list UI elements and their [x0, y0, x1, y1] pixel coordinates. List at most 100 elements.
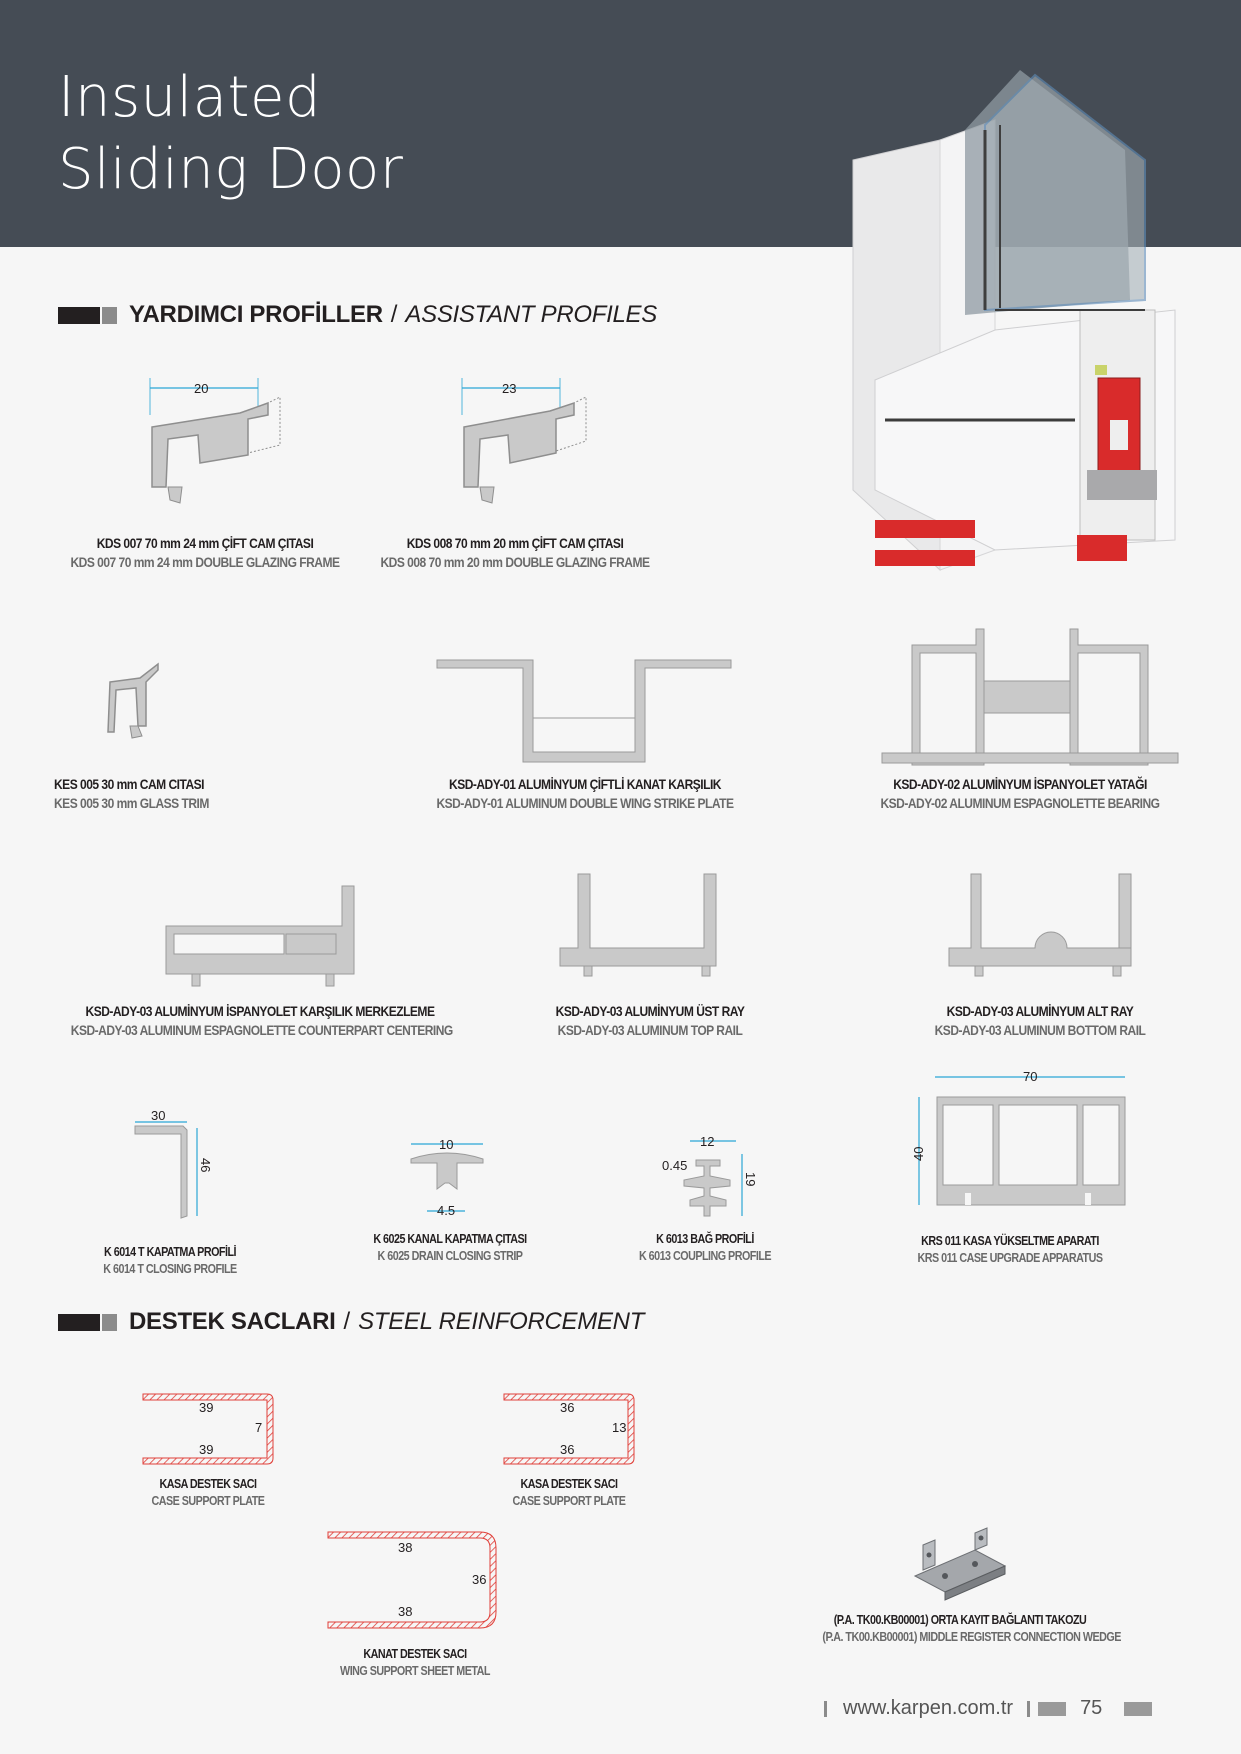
dim-label: 0.45 [662, 1158, 687, 1173]
dim-label: 20 [194, 381, 208, 396]
caption-en: CASE SUPPORT PLATE [512, 1494, 626, 1508]
steel-case-plate-2-drawing: 36 13 36 [503, 1393, 635, 1465]
caption-en: KSD-ADY-01 ALUMINUM DOUBLE WING STRIKE P… [436, 795, 734, 811]
section-marker-black [58, 306, 100, 324]
dim-label: 36 [560, 1400, 574, 1415]
caption-kes005: KES 005 30 mm CAM CITASI KES 005 30 mm G… [54, 776, 226, 811]
caption-tr: KSD-ADY-01 ALUMİNYUM ÇİFTLİ KANAT KARŞIL… [449, 776, 721, 792]
caption-steel-case-1: KASA DESTEK SACI CASE SUPPORT PLATE [122, 1477, 294, 1508]
section-title-en: STEEL REINFORCEMENT [358, 1308, 645, 1335]
caption-kds008: KDS 008 70 mm 20 mm ÇİFT CAM ÇITASI KDS … [373, 535, 657, 570]
caption-connection-wedge: (P.A. TK00.KB00001) ORTA KAYIT BAĞLANTI … [822, 1613, 1121, 1644]
footer-divider [824, 1700, 827, 1717]
profile-k6013-drawing: 12 0.45 19 [662, 1134, 758, 1217]
dim-label: 36 [472, 1572, 486, 1587]
caption-tr: KSD-ADY-03 ALUMİNYUM ALT RAY [946, 1003, 1134, 1019]
caption-k6013: K 6013 BAĞ PROFİLİ K 6013 COUPLING PROFI… [615, 1232, 796, 1263]
page-title-line2: Sliding Door [58, 137, 404, 202]
caption-en: KES 005 30 mm GLASS TRIM [54, 795, 209, 811]
steel-wing-plate-drawing: 38 36 38 [327, 1531, 497, 1629]
caption-ksdady03-toprail: KSD-ADY-03 ALUMİNYUM ÜST RAY KSD-ADY-03 … [521, 1003, 779, 1038]
dim-label: 23 [502, 381, 516, 396]
profile-kes005-drawing [107, 662, 159, 739]
caption-ksdady03-centering: KSD-ADY-03 ALUMİNYUM İSPANYOLET KARŞILIK… [70, 1003, 453, 1038]
caption-en: K 6025 DRAIN CLOSING STRIP [377, 1249, 523, 1263]
caption-en: KSD-ADY-03 ALUMINUM ESPAGNOLETTE COUNTER… [70, 1022, 453, 1038]
caption-tr: KSD-ADY-03 ALUMİNYUM ÜST RAY [555, 1003, 745, 1019]
caption-tr: KASA DESTEK SACI [520, 1477, 618, 1491]
footer-marker [1038, 1701, 1067, 1716]
profile-kds007-drawing: 20 [149, 378, 281, 504]
profile-ksdady03-centering-drawing [165, 885, 355, 987]
caption-en: KSD-ADY-02 ALUMINUM ESPAGNOLETTE BEARING [880, 795, 1160, 811]
section-header-assistant: YARDIMCI PROFİLLER / ASSISTANT PROFILES [58, 301, 657, 329]
section-marker-gray [102, 306, 117, 324]
dim-label: 19 [743, 1172, 758, 1186]
dim-label: 39 [199, 1400, 213, 1415]
dim-label: 7 [255, 1420, 262, 1435]
steel-case-plate-1-drawing: 39 7 39 [142, 1393, 274, 1465]
footer-marker [1124, 1701, 1153, 1716]
profile-ksdady03-toprail-drawing [559, 873, 717, 977]
profile-k6025-drawing: 10 4.5 [410, 1137, 484, 1218]
caption-steel-case-2: KASA DESTEK SACI CASE SUPPORT PLATE [483, 1477, 655, 1508]
section-title-en: ASSISTANT PROFILES [405, 301, 657, 328]
dim-label: 10 [439, 1137, 453, 1152]
page-number: 75 [1080, 1697, 1103, 1719]
dim-label: 70 [1023, 1069, 1037, 1084]
profile-kds008-drawing: 23 [461, 378, 587, 504]
caption-tr: KASA DESTEK SACI [159, 1477, 257, 1491]
caption-en: WING SUPPORT SHEET METAL [340, 1664, 490, 1678]
page-footer: www.karpen.com.tr 75 [824, 1697, 1153, 1720]
section-title-tr: YARDIMCI PROFİLLER [129, 301, 383, 328]
caption-tr: KDS 007 70 mm 24 mm ÇİFT CAM ÇITASI [96, 535, 314, 551]
dim-label: 38 [398, 1540, 412, 1555]
caption-ksdady03-bottomrail: KSD-ADY-03 ALUMİNYUM ALT RAY KSD-ADY-03 … [911, 1003, 1169, 1038]
footer-website-link[interactable]: www.karpen.com.tr [843, 1697, 1014, 1719]
caption-en: KSD-ADY-03 ALUMINUM TOP RAIL [557, 1022, 743, 1038]
caption-tr: K 6014 T KAPATMA PROFİLİ [104, 1245, 236, 1259]
profile-k6014-drawing: 30 46 [134, 1108, 213, 1219]
caption-tr: K 6013 BAĞ PROFİLİ [656, 1232, 754, 1246]
caption-k6014: K 6014 T KAPATMA PROFİLİ K 6014 T CLOSIN… [75, 1245, 264, 1276]
caption-krs011: KRS 011 KASA YÜKSELTME APARATI KRS 011 C… [898, 1234, 1122, 1265]
caption-en: K 6014 T CLOSING PROFILE [103, 1262, 237, 1276]
dim-label: 13 [612, 1420, 626, 1435]
caption-en: K 6013 COUPLING PROFILE [638, 1249, 772, 1263]
dim-label: 4.5 [437, 1203, 455, 1218]
caption-tr: KSD-ADY-03 ALUMİNYUM İSPANYOLET KARŞILIK… [85, 1003, 435, 1019]
section-header-steel: DESTEK SACLARI / STEEL REINFORCEMENT [58, 1308, 644, 1336]
connection-wedge-illustration [913, 1527, 1007, 1601]
caption-ksdady01: KSD-ADY-01 ALUMİNYUM ÇİFTLİ KANAT KARŞIL… [430, 776, 740, 811]
footer-divider [1027, 1700, 1031, 1717]
section-slash: / [390, 301, 398, 328]
caption-tr: (P.A. TK00.KB00001) ORTA KAYIT BAĞLANTI … [833, 1613, 1087, 1627]
dim-label: 40 [911, 1147, 926, 1161]
section-slash: / [343, 1308, 351, 1335]
dim-label: 30 [151, 1108, 165, 1123]
dim-label: 12 [700, 1134, 714, 1149]
caption-tr: KES 005 30 mm CAM CITASI [54, 776, 205, 792]
caption-en: KRS 011 CASE UPGRADE APPARATUS [917, 1251, 1103, 1265]
profile-krs011-drawing: 70 40 [911, 1069, 1126, 1206]
section-marker-black [58, 1313, 100, 1331]
caption-en: KDS 007 70 mm 24 mm DOUBLE GLAZING FRAME [70, 554, 340, 570]
profile-ksdady03-bottomrail-drawing [948, 873, 1132, 977]
page-title-line1: Insulated [58, 65, 322, 130]
caption-k6025: K 6025 KANAL KAPATMA ÇITASI K 6025 DRAIN… [347, 1232, 553, 1263]
profile-ksdady01-drawing [436, 659, 732, 763]
caption-en: CASE SUPPORT PLATE [151, 1494, 265, 1508]
profile-ksdady02-drawing [881, 628, 1179, 766]
section-title-tr: DESTEK SACLARI [129, 1308, 336, 1335]
dim-label: 38 [398, 1604, 412, 1619]
caption-kds007: KDS 007 70 mm 24 mm ÇİFT CAM ÇITASI KDS … [63, 535, 347, 570]
caption-steel-wing: KANAT DESTEK SACI WING SUPPORT SHEET MET… [316, 1647, 514, 1678]
door-section-illustration [852, 70, 1176, 572]
dim-label: 46 [198, 1158, 213, 1172]
caption-en: KSD-ADY-03 ALUMINUM BOTTOM RAIL [934, 1022, 1146, 1038]
caption-tr: KRS 011 KASA YÜKSELTME APARATI [921, 1234, 1099, 1248]
caption-tr: K 6025 KANAL KAPATMA ÇITASI [373, 1232, 527, 1246]
caption-en: (P.A. TK00.KB00001) MIDDLE REGISTER CONN… [822, 1630, 1121, 1644]
section-marker-gray [102, 1313, 117, 1331]
dim-label: 39 [199, 1442, 213, 1457]
